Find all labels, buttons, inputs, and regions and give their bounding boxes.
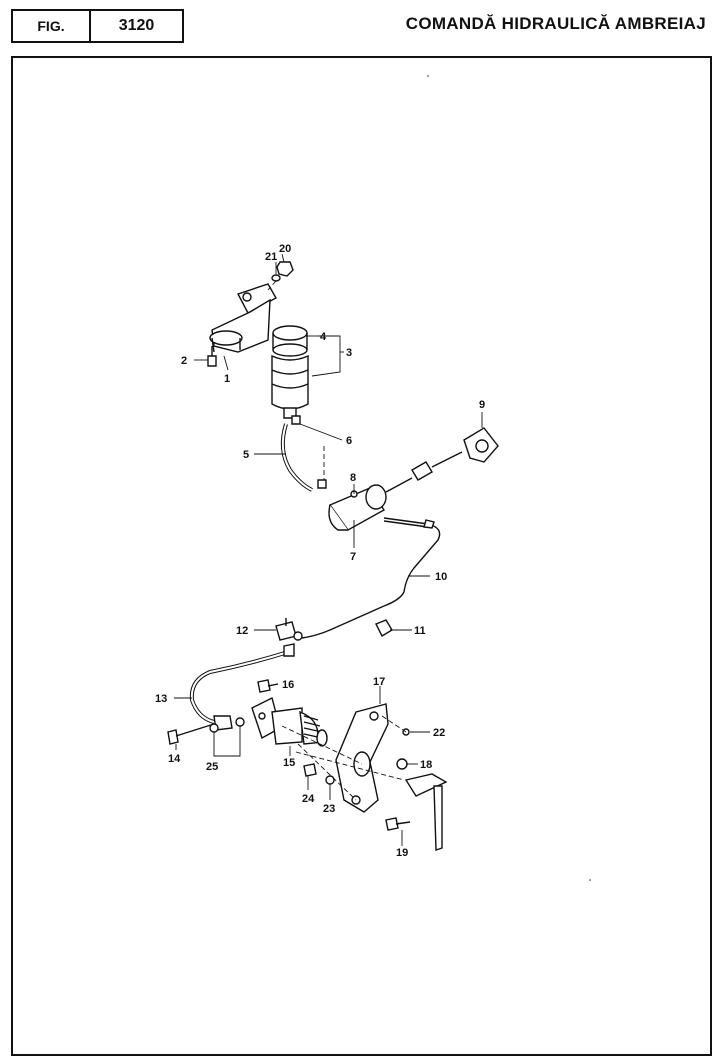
leader-lines: [174, 253, 483, 846]
part-label-3: 3: [346, 347, 352, 359]
pushrod-bracket-9: [463, 427, 499, 463]
speck: [589, 879, 591, 881]
fluid-reservoir: [271, 325, 309, 419]
release-lever-17: [335, 703, 448, 851]
part-label-20: 20: [279, 243, 291, 255]
banjo-bolt-14: [167, 723, 215, 745]
hydraulic-pipe-10: [301, 517, 441, 639]
part-label-9: 9: [479, 399, 485, 411]
master-cylinder: [328, 451, 463, 531]
part-label-6: 6: [346, 435, 352, 447]
slave-cylinder: [251, 696, 328, 747]
part-label-10: 10: [435, 571, 447, 583]
speck: [427, 75, 429, 77]
part-label-14: 14: [168, 753, 181, 765]
reservoir-bracket: [209, 283, 277, 353]
part-label-13: 13: [155, 693, 167, 705]
part-label-21: 21: [265, 251, 277, 263]
part-label-22: 22: [433, 727, 445, 739]
part-label-2: 2: [181, 355, 187, 367]
feed-hose-5: [280, 423, 313, 492]
part-label-7: 7: [350, 551, 356, 563]
diagram-frame: [11, 56, 712, 1056]
part-label-11: 11: [414, 625, 426, 637]
part-label-12: 12: [236, 625, 248, 637]
part-label-24: 24: [302, 793, 315, 805]
assembly-line: [281, 725, 405, 801]
part-label-4: 4: [320, 331, 327, 343]
part-label-16: 16: [282, 679, 294, 691]
page-title: COMANDĂ HIDRAULICĂ AMBREIAJ: [405, 14, 706, 33]
bolt-18: [396, 758, 408, 770]
part-label-15: 15: [283, 757, 295, 769]
washers-25: [209, 717, 245, 733]
mount-bracket-12: [275, 618, 303, 641]
pipe-clip-11: [375, 619, 393, 637]
part-label-18: 18: [420, 759, 432, 771]
part-label-23: 23: [323, 803, 335, 815]
flex-hose-13: [189, 643, 295, 731]
part-label-25: 25: [206, 761, 218, 773]
part-label-8: 8: [350, 472, 356, 484]
assembly-line: [381, 715, 407, 733]
part-label-17: 17: [373, 676, 385, 688]
bolt-2: [207, 346, 217, 367]
part-label-1: 1: [224, 373, 230, 385]
part-label-5: 5: [243, 449, 249, 461]
bolt-19: [385, 817, 411, 831]
nut-washer-23-24: [303, 763, 335, 785]
part-label-19: 19: [396, 847, 408, 859]
nut-washer-20-21: [267, 261, 294, 291]
fig-number: 3120: [89, 9, 184, 43]
